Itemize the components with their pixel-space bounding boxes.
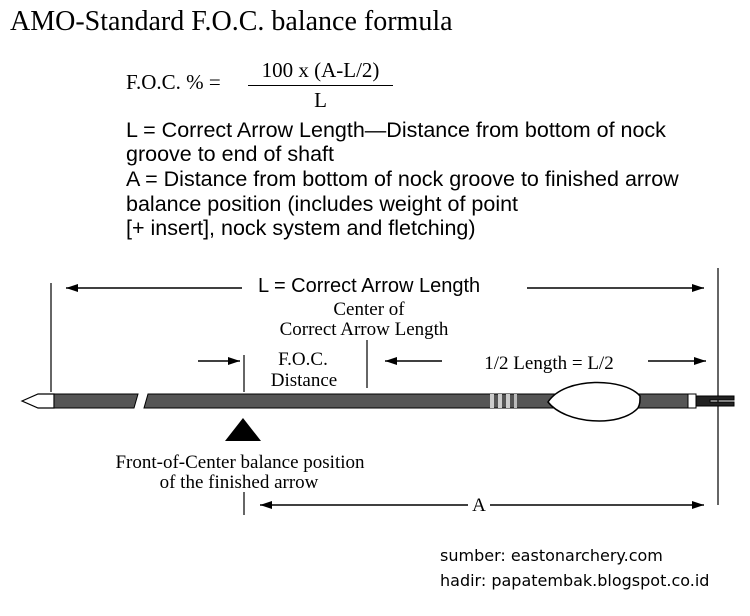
- definition-a-line1: A = Distance from bottom of nock groove …: [126, 167, 679, 191]
- arrow-shaft-front: [53, 393, 139, 409]
- formula-numerator: 100 x (A-L/2): [248, 58, 393, 86]
- fletching-vane: [547, 381, 641, 422]
- foc-label-line1: F.O.C.: [278, 349, 328, 370]
- center-label-line1: Center of: [333, 299, 405, 320]
- source-credit: sumber: eastonarchery.com: [440, 546, 663, 565]
- balance-point-triangle: [225, 418, 261, 441]
- half-length-label: 1/2 Length = L/2: [484, 353, 614, 374]
- center-label-line2: Correct Arrow Length: [279, 319, 449, 340]
- arrow-nock: [695, 395, 735, 407]
- presenter-credit: hadir: papatembak.blogspot.co.id: [440, 571, 710, 590]
- crest-band: [498, 394, 502, 408]
- formula-label: F.O.C. % =: [126, 70, 221, 94]
- formula-fraction: 100 x (A-L/2) L: [248, 58, 393, 113]
- definition-l-line2: groove to end of shaft: [126, 142, 334, 166]
- crest-band: [506, 394, 510, 408]
- correct-length-label: L = Correct Arrow Length: [252, 275, 487, 298]
- crest-band: [514, 394, 517, 408]
- crest-band: [490, 394, 494, 408]
- formula-denominator: L: [314, 88, 327, 112]
- definition-a-line2: balance position (includes weight of poi…: [126, 192, 519, 216]
- balance-label-line2: of the finished arrow: [159, 472, 319, 493]
- definition-a-line3: [+ insert], nock system and fletching): [126, 216, 476, 240]
- arrow-point: [20, 393, 55, 409]
- a-label: A: [472, 495, 486, 516]
- balance-label-line1: Front-of-Center balance position: [115, 452, 365, 473]
- arrow-illustration: [20, 381, 735, 422]
- definition-l-line1: L = Correct Arrow Length—Distance from b…: [126, 118, 666, 142]
- foc-label-line2: Distance: [270, 370, 338, 391]
- diagram-title: AMO-Standard F.O.C. balance formula: [10, 6, 453, 37]
- nock-collar: [687, 393, 697, 409]
